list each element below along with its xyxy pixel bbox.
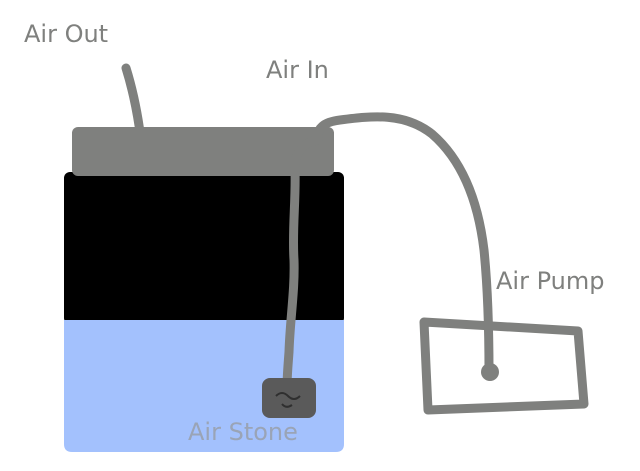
air-out-tube: [121, 63, 145, 137]
label-air-pump: Air Pump: [496, 267, 605, 295]
label-air-out: Air Out: [24, 20, 109, 48]
air-pump-outlet: [481, 363, 499, 381]
jar-air-space: [64, 172, 344, 324]
jar-lid: [72, 127, 334, 176]
air-in-tube: [282, 112, 494, 393]
air-stone-texture: [275, 392, 301, 408]
jar-water: [64, 320, 344, 452]
label-air-stone: Air Stone: [188, 418, 298, 446]
air-stone-icon: [262, 378, 316, 418]
air-pump-box: [419, 317, 589, 415]
label-air-in: Air In: [266, 56, 329, 84]
